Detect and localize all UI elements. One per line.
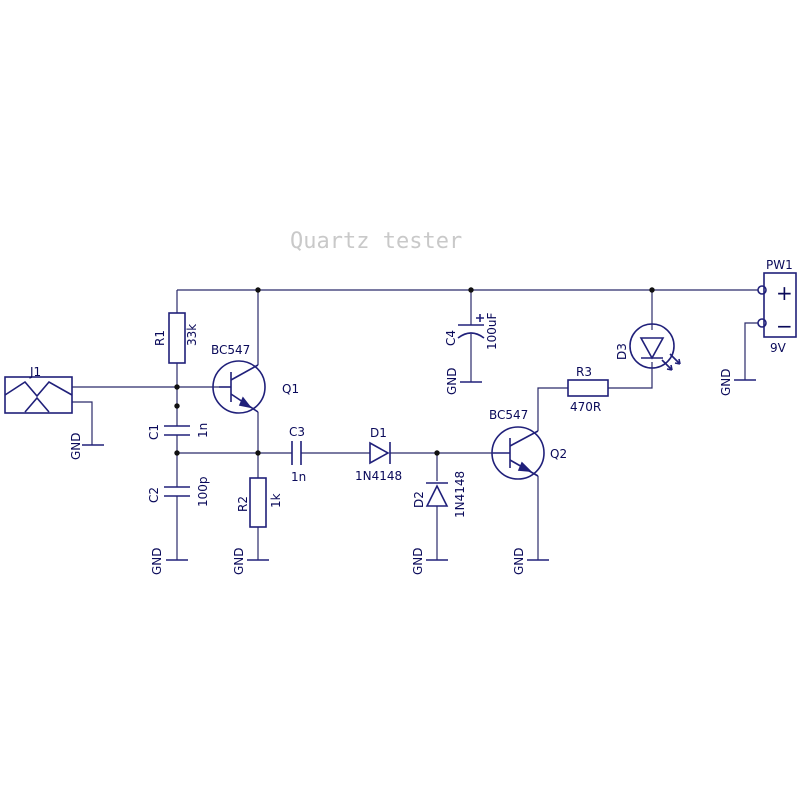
schematic-title: Quartz tester	[290, 229, 462, 254]
c3-ref: C3	[289, 425, 305, 439]
r3-ref: R3	[576, 365, 592, 379]
gnd-c4: GND	[445, 367, 482, 395]
gnd-q2: GND	[512, 547, 549, 575]
diode-d2: D2 1N4148	[412, 471, 467, 518]
r2-value: 1k	[269, 493, 283, 508]
pw1-minus: −	[776, 314, 793, 338]
q1-ref: Q1	[282, 382, 299, 396]
pw1-plus: +	[776, 281, 793, 305]
wires	[72, 289, 758, 560]
c4-ref: C4	[444, 330, 458, 346]
c1-value: 1n	[196, 423, 210, 438]
junction-dot	[649, 287, 655, 293]
pw1-value: 9V	[770, 341, 787, 355]
q2-ref: Q2	[550, 447, 567, 461]
gnd-pw1: GND	[719, 368, 756, 396]
gnd-label: GND	[719, 368, 733, 396]
d2-value: 1N4148	[453, 471, 467, 518]
junction-dot	[255, 287, 261, 293]
d3-ref: D3	[615, 343, 629, 360]
gnd-label: GND	[150, 547, 164, 575]
diode-d1: D1 1N4148	[355, 426, 402, 483]
q2-value: BC547	[489, 408, 528, 422]
gnd-label: GND	[512, 547, 526, 575]
capacitor-c4: C4 100uF	[444, 312, 499, 350]
d2-ref: D2	[412, 491, 426, 508]
gnd-label: GND	[411, 547, 425, 575]
r3-value: 470R	[570, 400, 601, 414]
c3-value: 1n	[291, 470, 306, 484]
capacitor-c3: C3 1n	[289, 425, 306, 484]
junction-dot	[255, 450, 261, 456]
gnd-label: GND	[445, 367, 459, 395]
resistor-r1: R1 33k	[153, 312, 199, 364]
j1-ref: J1	[29, 365, 41, 379]
transistor-q2: BC547 Q2	[489, 408, 567, 480]
junction-dot	[174, 450, 180, 456]
d1-ref: D1	[370, 426, 387, 440]
gnd-d2: GND	[411, 547, 448, 575]
power-connector-pw1: + − PW1 9V	[757, 258, 797, 355]
gnd-label: GND	[232, 547, 246, 575]
c2-ref: C2	[147, 487, 161, 503]
gnd-r2: GND	[232, 547, 269, 575]
r2-ref: R2	[236, 496, 250, 512]
r1-value: 33k	[185, 324, 199, 346]
resistor-r2: R2 1k	[236, 477, 283, 528]
junction-dot	[434, 450, 440, 456]
junction-dot	[174, 384, 180, 390]
connector-j1: J1	[4, 365, 73, 414]
d1-value: 1N4148	[355, 469, 402, 483]
transistor-q1: BC547 Q1	[211, 343, 299, 414]
gnd-c2: GND	[150, 547, 188, 575]
resistor-r3: R3 470R	[567, 365, 609, 414]
pw1-ref: PW1	[766, 258, 793, 272]
capacitor-c1: C1 1n	[147, 423, 210, 440]
led-d3: D3	[615, 323, 681, 371]
c4-value: 100uF	[485, 312, 499, 350]
junctions	[174, 287, 655, 456]
q1-value: BC547	[211, 343, 250, 357]
r1-ref: R1	[153, 330, 167, 346]
junction-dot	[174, 403, 180, 409]
c2-value: 100p	[196, 476, 210, 507]
capacitor-c2: C2 100p	[147, 476, 210, 507]
junction-dot	[468, 287, 474, 293]
c1-ref: C1	[147, 424, 161, 440]
gnd-j1: GND	[69, 432, 104, 460]
gnd-label: GND	[69, 432, 83, 460]
